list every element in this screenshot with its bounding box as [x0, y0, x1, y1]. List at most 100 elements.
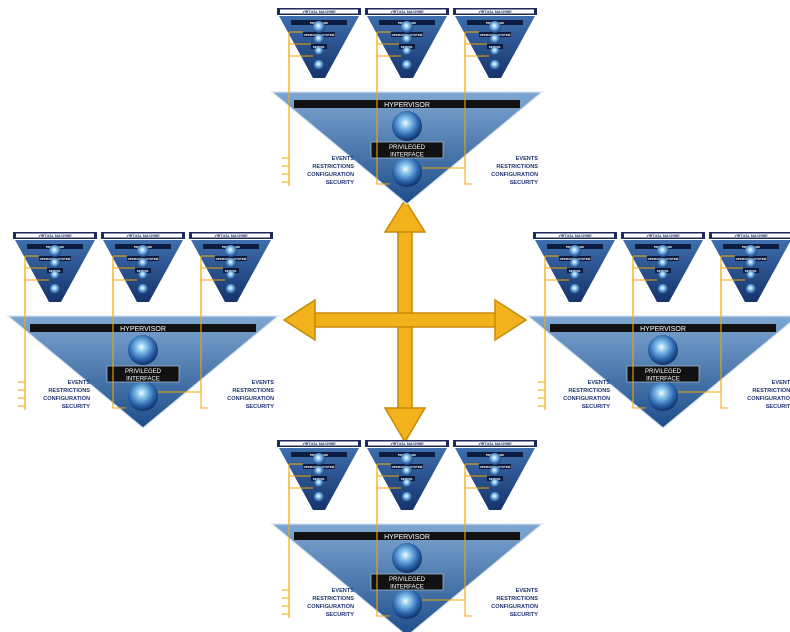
- vm-orb-icon: [401, 21, 413, 33]
- vm-orb-icon: [658, 270, 668, 280]
- privileged-label-line1: PRIVILEGED: [645, 369, 682, 375]
- vm-orb-icon: [746, 270, 756, 280]
- vm-orb-icon: [314, 466, 324, 476]
- vm-orb-icon: [490, 34, 500, 44]
- privileged-orb-lower-icon: [392, 157, 422, 187]
- vm-orb-icon: [490, 492, 500, 502]
- vm-orb-icon: [50, 284, 60, 294]
- security-label-right: SECURITY: [510, 612, 539, 618]
- events-label-left: EVENTS: [588, 380, 611, 386]
- vm-orb-icon: [314, 60, 324, 70]
- hypervisor-label: HYPERVISOR: [384, 534, 430, 541]
- hypervisor-bar: [550, 324, 776, 332]
- configuration-label-right: CONFIGURATION: [747, 396, 790, 402]
- vm-orb-icon: [226, 258, 236, 268]
- vm-title-plate: [536, 233, 614, 238]
- vm-funnel: VIRTUAL MACHINEPROGRAMSOPERATING SYSTEMK…: [709, 232, 790, 332]
- security-label-left: SECURITY: [62, 404, 91, 410]
- vm-orb-icon: [746, 258, 756, 268]
- privileged-orb-upper-icon: [392, 111, 422, 141]
- configuration-label-left: CONFIGURATION: [307, 172, 354, 178]
- vm-title-plate: [280, 9, 358, 14]
- vm-orb-icon: [402, 466, 412, 476]
- hypervisor-bar: [294, 532, 520, 540]
- privileged-interface-plate: [370, 573, 444, 591]
- events-label-right: EVENTS: [252, 380, 275, 386]
- vm-orb-icon: [314, 478, 324, 488]
- privileged-orb-upper-icon: [648, 335, 678, 365]
- vm-orb-icon: [658, 258, 668, 268]
- vm-orb-icon: [490, 478, 500, 488]
- label-tick-lines: [282, 157, 289, 183]
- vm-title-label: VIRTUAL MACHINE: [390, 10, 424, 14]
- restrictions-label-left: RESTRICTIONS: [312, 164, 354, 170]
- vm-funnel: VIRTUAL MACHINEPROGRAMSOPERATING SYSTEMK…: [621, 232, 705, 332]
- privileged-orb-lower-icon: [392, 589, 422, 619]
- restrictions-label-right: RESTRICTIONS: [752, 388, 790, 394]
- restrictions-label-left: RESTRICTIONS: [48, 388, 90, 394]
- security-label-left: SECURITY: [326, 612, 355, 618]
- configuration-label-left: CONFIGURATION: [563, 396, 610, 402]
- vm-orb-icon: [226, 270, 236, 280]
- vm-orb-icon: [314, 34, 324, 44]
- hypervisor-triangle-edge: [6, 315, 280, 429]
- cluster-right: VIRTUAL MACHINEPROGRAMSOPERATING SYSTEMK…: [526, 232, 790, 429]
- vm-orb-icon: [490, 46, 500, 56]
- vm-orb-icon: [570, 270, 580, 280]
- hypervisor-triangle-edge: [270, 523, 544, 632]
- security-label-right: SECURITY: [766, 404, 790, 410]
- privileged-label-line2: INTERFACE: [390, 585, 424, 591]
- privileged-orb-upper-icon: [128, 335, 158, 365]
- configuration-label-right: CONFIGURATION: [227, 396, 274, 402]
- vm-orb-icon: [138, 284, 148, 294]
- vm-title-label: VIRTUAL MACHINE: [302, 10, 336, 14]
- vm-title-plate: [280, 441, 358, 446]
- cluster-bottom: VIRTUAL MACHINEPROGRAMSOPERATING SYSTEMK…: [270, 440, 544, 632]
- vm-orb-icon: [314, 46, 324, 56]
- cluster-left: VIRTUAL MACHINEPROGRAMSOPERATING SYSTEMK…: [6, 232, 280, 429]
- vm-title-label: VIRTUAL MACHINE: [302, 442, 336, 446]
- vm-title-label: VIRTUAL MACHINE: [214, 234, 248, 238]
- vm-orb-icon: [746, 284, 756, 294]
- vm-title-plate: [624, 233, 702, 238]
- security-label-right: SECURITY: [510, 180, 539, 186]
- vm-title-label: VIRTUAL MACHINE: [478, 442, 512, 446]
- hypervisor-triangle-edge: [526, 315, 790, 429]
- right-label-connector: [200, 392, 208, 409]
- vm-funnel: VIRTUAL MACHINEPROGRAMSOPERATING SYSTEMK…: [365, 8, 449, 108]
- privileged-interface-plate: [370, 141, 444, 159]
- arrow-up-icon: [383, 198, 427, 233]
- vm-orb-icon: [313, 453, 325, 465]
- vm-orb-icon: [314, 492, 324, 502]
- privileged-label-line2: INTERFACE: [126, 377, 160, 383]
- vm-orb-icon: [313, 21, 325, 33]
- vm-title-plate: [456, 9, 534, 14]
- privileged-label-line1: PRIVILEGED: [125, 369, 162, 375]
- hypervisor-label: HYPERVISOR: [640, 326, 686, 333]
- vm-title-label: VIRTUAL MACHINE: [38, 234, 72, 238]
- arrow-right-icon: [494, 298, 528, 342]
- vm-orb-icon: [657, 245, 669, 257]
- arrow-down-icon: [383, 407, 427, 444]
- events-label-right: EVENTS: [516, 588, 539, 594]
- privileged-interface-plate: [626, 365, 700, 383]
- restrictions-label-right: RESTRICTIONS: [232, 388, 274, 394]
- security-label-left: SECURITY: [326, 180, 355, 186]
- hypervisor-bar: [30, 324, 256, 332]
- configuration-label-right: CONFIGURATION: [491, 172, 538, 178]
- vm-title-plate: [368, 441, 446, 446]
- vm-title-plate: [16, 233, 94, 238]
- security-label-left: SECURITY: [582, 404, 611, 410]
- vm-orb-icon: [490, 60, 500, 70]
- vm-orb-icon: [402, 478, 412, 488]
- vm-funnel: VIRTUAL MACHINEPROGRAMSOPERATING SYSTEMK…: [189, 232, 273, 332]
- cluster-top: VIRTUAL MACHINEPROGRAMSOPERATING SYSTEMK…: [270, 8, 544, 205]
- vm-orb-icon: [489, 21, 501, 33]
- vm-orb-icon: [50, 258, 60, 268]
- vm-orb-icon: [402, 34, 412, 44]
- hypervisor-label: HYPERVISOR: [384, 102, 430, 109]
- vm-orb-icon: [489, 453, 501, 465]
- arrow-left-icon: [282, 298, 316, 342]
- vm-title-label: VIRTUAL MACHINE: [558, 234, 592, 238]
- privileged-orb-lower-icon: [128, 381, 158, 411]
